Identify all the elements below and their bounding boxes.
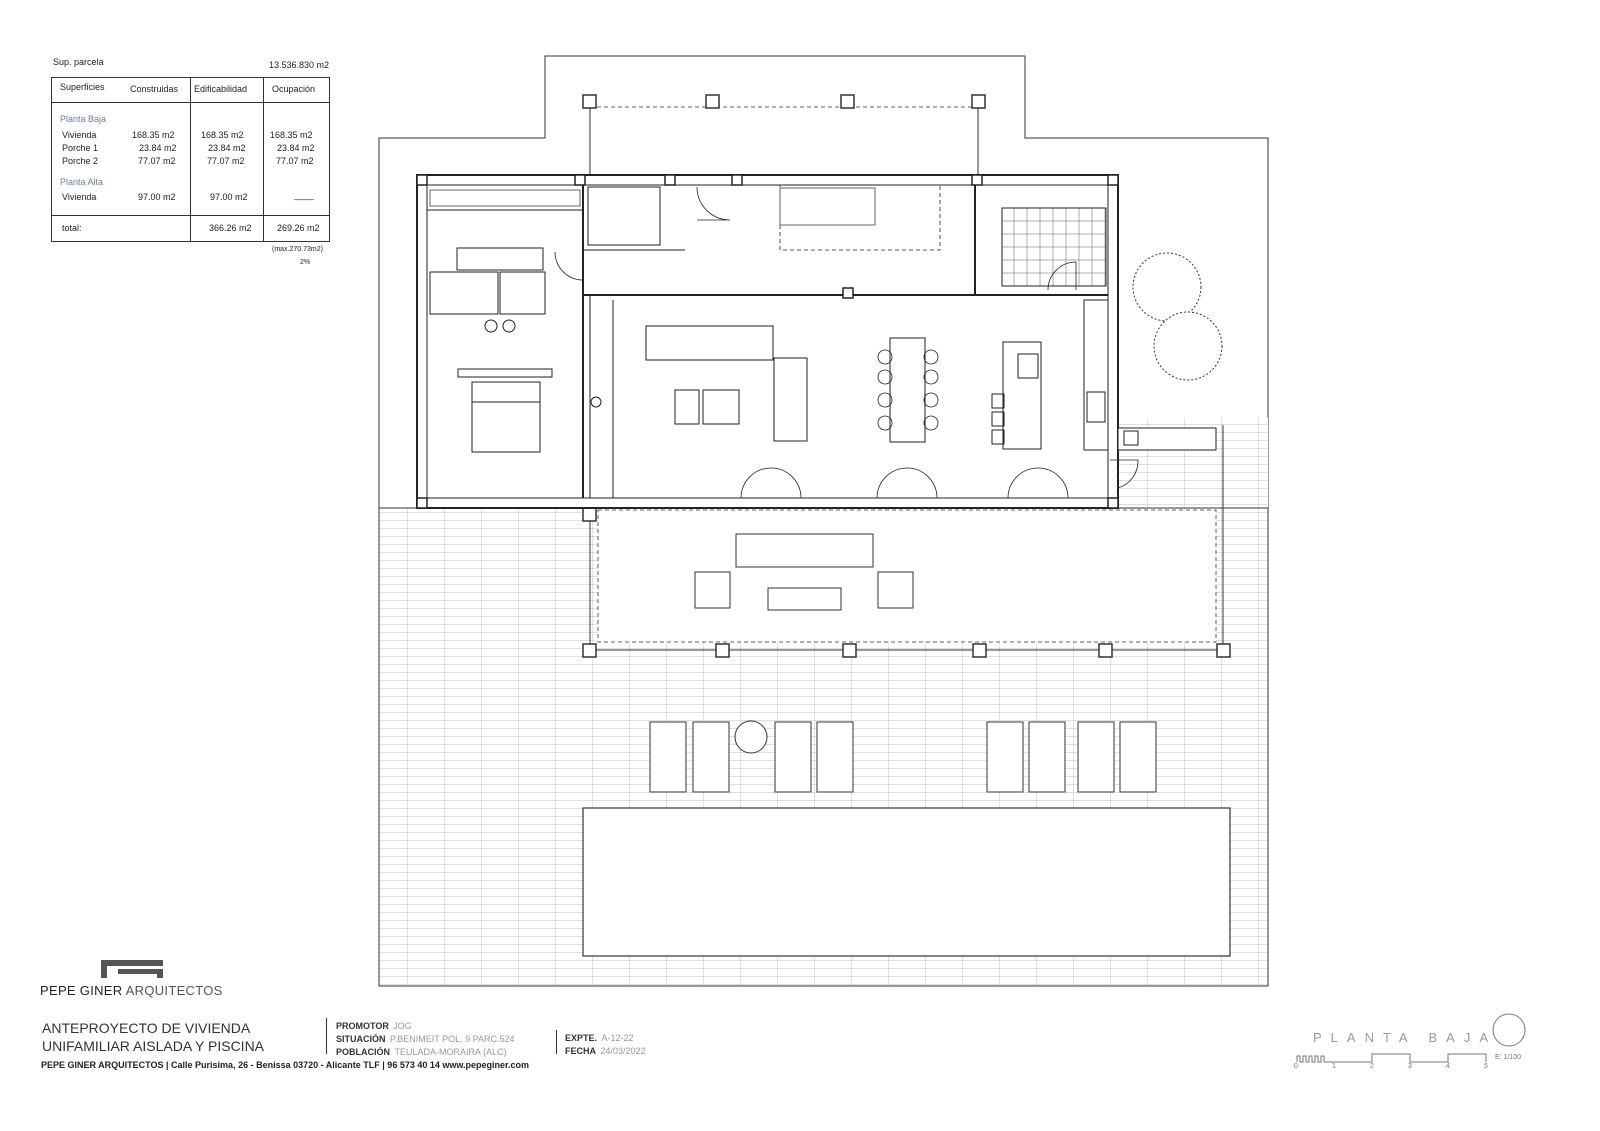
- area-table: Superficies Construidas Edificabilidad O…: [51, 77, 330, 242]
- situacion-label: SITUACIÓN: [336, 1034, 386, 1044]
- situacion-value: P.BENIMEIT POL. 9 PARC.524: [389, 1034, 515, 1044]
- total-ocupacion: 269.26 m2: [277, 223, 320, 233]
- cell: 77.07 m2: [207, 156, 245, 166]
- expte-value: A-12-22: [601, 1033, 634, 1043]
- firm-logo-text: PEPE GINER ARQUITECTOS: [40, 983, 223, 998]
- cell: 97.00 m2: [138, 192, 176, 202]
- cell: 23.84 m2: [139, 143, 177, 153]
- scale-tick: 5: [1484, 1063, 1488, 1070]
- total-label: total:: [62, 223, 82, 233]
- tree-icon: [1132, 252, 1223, 381]
- header-edificabilidad: Edificabilidad: [194, 84, 248, 94]
- scale-bar: [1296, 1013, 1526, 1063]
- porch-furniture: [694, 533, 914, 611]
- group-planta-baja: Planta Baja: [60, 114, 107, 124]
- max-note: (max.270.73m2): [272, 246, 323, 253]
- house: [416, 174, 1217, 509]
- swimming-pool: [582, 807, 1231, 957]
- project-title-line1: ANTEPROYECTO DE VIVIENDA: [42, 1020, 251, 1036]
- row-label: Vivienda: [62, 130, 97, 140]
- cell: 168.35 m2: [270, 130, 313, 140]
- fecha-label: FECHA: [565, 1046, 596, 1056]
- fecha-value: 24/03/2022: [600, 1046, 646, 1056]
- scale-tick: 3: [1408, 1063, 1412, 1070]
- cell: 77.07 m2: [138, 156, 176, 166]
- row-label: Vivienda: [62, 192, 97, 202]
- row-label: Porche 1: [62, 143, 99, 153]
- plot-area-value: 13.536.830 m2: [269, 60, 330, 70]
- cell: 23.84 m2: [277, 143, 315, 153]
- header-construidas: Construidas: [130, 84, 179, 94]
- total-edificabilidad: 366.26 m2: [209, 223, 252, 233]
- firm-logo-icon: [101, 960, 163, 978]
- row-label: Porche 2: [62, 156, 99, 166]
- cell: 77.07 m2: [276, 156, 314, 166]
- sheet-name: PLANTA BAJA: [1313, 1030, 1498, 1045]
- group-planta-alta: Planta Alta: [60, 177, 104, 187]
- expedient-info: EXPTE. A-12-22 FECHA 24/03/2022: [565, 1031, 646, 1057]
- poblacion-value: TEULADA-MORAIRA (ALC): [394, 1047, 507, 1057]
- sun-loungers: [649, 720, 1157, 793]
- cell: 23.84 m2: [208, 143, 246, 153]
- percent: 2%: [300, 259, 311, 266]
- scale-ticks: 0 1 2 3 4 5: [1294, 1063, 1494, 1073]
- cell: ____: [294, 190, 315, 200]
- header-superficies: Superficies: [60, 82, 105, 92]
- scale-tick: 1: [1332, 1063, 1336, 1070]
- plot-area-label: Sup. parcela: [53, 57, 104, 67]
- scale-tick: 0: [1294, 1063, 1298, 1070]
- cell: 168.35 m2: [132, 130, 175, 140]
- header-ocupacion: Ocupación: [272, 84, 316, 94]
- promotor-value: JOG: [393, 1021, 412, 1031]
- footer-contact: PEPE GINER ARQUITECTOS | Calle Purisima,…: [41, 1060, 530, 1070]
- expte-label: EXPTE.: [565, 1033, 598, 1043]
- cell: 97.00 m2: [210, 192, 248, 202]
- poblacion-label: POBLACIÓN: [336, 1047, 390, 1057]
- project-info: PROMOTOR JOG SITUACIÓN P.BENIMEIT POL. 9…: [336, 1019, 515, 1058]
- upper-porch: [582, 94, 986, 176]
- firm-suffix: ARQUITECTOS: [125, 983, 223, 998]
- promotor-label: PROMOTOR: [336, 1021, 389, 1031]
- scale-tick: 2: [1370, 1063, 1374, 1070]
- scale-tick: 4: [1446, 1063, 1450, 1070]
- cell: 168.35 m2: [201, 130, 244, 140]
- firm-name: PEPE GINER: [40, 983, 123, 998]
- project-title-line2: UNIFAMILIAR AISLADA Y PISCINA: [42, 1038, 265, 1054]
- project-title: ANTEPROYECTO DE VIVIENDA UNIFAMILIAR AIS…: [42, 1019, 264, 1055]
- scale-label: E: 1/100: [1495, 1054, 1522, 1061]
